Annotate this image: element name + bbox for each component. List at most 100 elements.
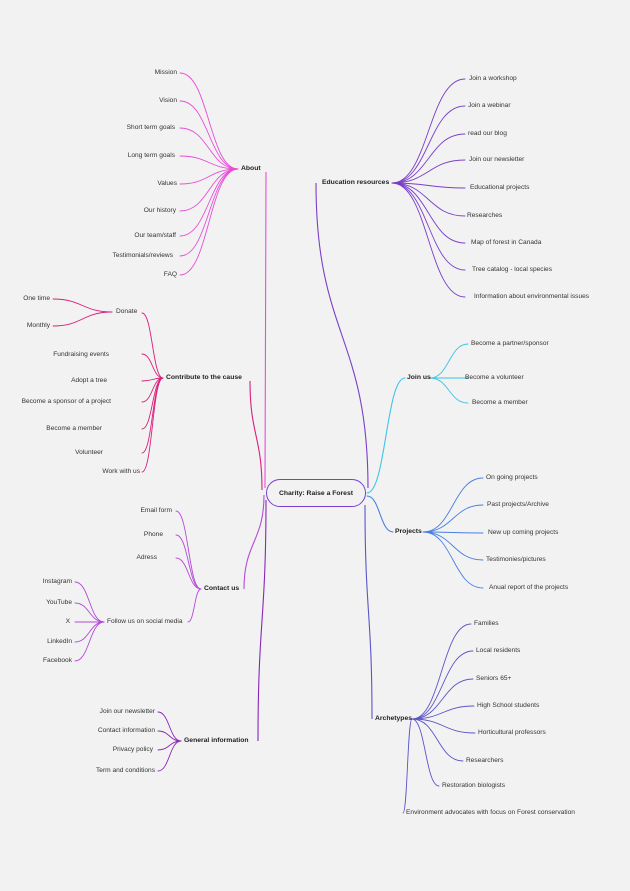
- connector-about-item: [179, 168, 239, 237]
- about-item[interactable]: Short term goals: [126, 124, 175, 131]
- connector-about-item: [179, 100, 239, 170]
- archetype-item[interactable]: Researchers: [466, 757, 504, 764]
- connector-center-projects: [366, 495, 394, 533]
- about-item[interactable]: Values: [157, 180, 177, 187]
- education-item[interactable]: Researches: [467, 212, 503, 219]
- projects-hub[interactable]: Projects: [395, 528, 422, 535]
- connector-social-item: [74, 602, 105, 623]
- connector-about-item: [179, 168, 239, 276]
- project-item[interactable]: Past projects/Archive: [487, 501, 549, 508]
- donate-item[interactable]: One time: [23, 295, 50, 302]
- education-item[interactable]: Tree catalog - local species: [472, 266, 553, 273]
- connector-join-item: [429, 343, 469, 379]
- connector-education-item: [391, 182, 466, 189]
- about-item[interactable]: FAQ: [163, 271, 177, 278]
- archetype-item[interactable]: Environment advocates with focus on Fore…: [406, 809, 575, 816]
- education-item[interactable]: Join a workshop: [469, 75, 517, 82]
- project-item[interactable]: On going projects: [486, 474, 538, 481]
- contribute-item[interactable]: Volunteer: [75, 449, 103, 456]
- connector-archetype-item: [402, 718, 413, 814]
- archetypes-hub[interactable]: Archetypes: [375, 715, 413, 722]
- education-item[interactable]: Join a webinar: [468, 102, 511, 109]
- about-item[interactable]: Vision: [159, 97, 177, 104]
- education-item[interactable]: Join our newsletter: [469, 156, 525, 163]
- connector-contact-item: [175, 534, 202, 590]
- contact-hub[interactable]: Contact us: [204, 585, 240, 592]
- connector-project-item: [422, 531, 484, 534]
- general-info-hub[interactable]: General information: [184, 737, 249, 744]
- archetype-item[interactable]: Restoration biologists: [442, 782, 506, 789]
- join-us-hub[interactable]: Join us: [407, 374, 431, 381]
- contact-item[interactable]: Phone: [143, 531, 163, 538]
- education-item[interactable]: read our blog: [468, 130, 507, 137]
- social-item[interactable]: YouTube: [46, 599, 72, 606]
- about-item[interactable]: Mission: [154, 69, 177, 76]
- connector-contribute-item: [141, 377, 164, 473]
- about-hub[interactable]: About: [241, 165, 261, 172]
- archetype-item[interactable]: Seniors 65+: [476, 675, 512, 682]
- contact-item[interactable]: Adress: [136, 554, 157, 561]
- connector-project-item: [422, 477, 484, 533]
- contribute-item[interactable]: Donate: [116, 308, 138, 315]
- central-node[interactable]: Charity: Raise a Forest: [266, 479, 366, 507]
- connector-archetype-item: [411, 718, 476, 734]
- general-item[interactable]: Join our newsletter: [99, 708, 155, 715]
- contribute-hub[interactable]: Contribute to the cause: [166, 374, 242, 381]
- social-item[interactable]: Facebook: [43, 657, 72, 664]
- contribute-item[interactable]: Adopt a tree: [71, 377, 107, 384]
- connector-archetype-item: [411, 705, 475, 720]
- connector-center-education: [315, 182, 369, 489]
- join-item[interactable]: Become a member: [472, 399, 528, 406]
- connector-contact-item: [175, 557, 202, 590]
- archetype-item[interactable]: High School students: [477, 702, 540, 709]
- general-item[interactable]: Contact information: [97, 727, 155, 734]
- connector-join-item: [429, 377, 469, 404]
- connector-center-contribute: [249, 380, 263, 491]
- social-item[interactable]: X: [65, 618, 70, 625]
- connector-about-item: [179, 168, 239, 212]
- project-item[interactable]: Anual report of the projects: [489, 584, 569, 591]
- donate-item[interactable]: Monthly: [26, 322, 50, 329]
- connector-center-archetypes: [364, 504, 373, 720]
- general-item[interactable]: Privacy policy: [112, 746, 153, 753]
- connector-project-item: [422, 531, 484, 589]
- education-item[interactable]: Educational projects: [470, 184, 530, 191]
- about-item[interactable]: Our history: [143, 207, 176, 214]
- archetype-item[interactable]: Families: [474, 620, 499, 627]
- connector-archetype-item: [411, 623, 472, 720]
- about-item[interactable]: Testimonials/reviews: [112, 252, 173, 259]
- social-item[interactable]: Instagram: [42, 578, 72, 585]
- connector-about-item: [179, 127, 239, 170]
- join-item[interactable]: Become a partner/sponsor: [471, 340, 549, 347]
- connector-social-item: [74, 621, 105, 643]
- archetype-item[interactable]: Local residents: [476, 647, 521, 654]
- connector-contact-item: [175, 510, 202, 590]
- education-hub[interactable]: Education resources: [322, 179, 390, 186]
- connector-archetype-item: [411, 718, 440, 787]
- archetype-item[interactable]: Horticultural professors: [478, 729, 546, 736]
- about-item[interactable]: Our team/staff: [134, 232, 176, 239]
- connector-education-item: [391, 133, 466, 184]
- contribute-item[interactable]: Work with us: [102, 468, 140, 475]
- connector-about-item: [179, 72, 239, 170]
- about-item[interactable]: Long term goals: [127, 152, 175, 159]
- contact-item[interactable]: Follow us on social media: [107, 618, 183, 625]
- contribute-item[interactable]: Become a member: [46, 425, 102, 432]
- connector-contribute-item: [141, 353, 164, 379]
- general-item[interactable]: Term and conditions: [95, 767, 155, 774]
- connector-project-item: [422, 531, 484, 561]
- education-item[interactable]: Information about environmental issues: [474, 293, 590, 300]
- connector-education-item: [391, 182, 466, 298]
- contribute-item[interactable]: Fundraising events: [53, 351, 109, 358]
- project-item[interactable]: Testimonies/pictures: [486, 556, 546, 563]
- education-item[interactable]: Map of forest in Canada: [471, 239, 542, 246]
- central-node-label: Charity: Raise a Forest: [278, 489, 354, 497]
- contact-item[interactable]: Email form: [140, 507, 172, 514]
- connector-social-item: [74, 581, 105, 623]
- connector-center-contact: [243, 494, 265, 590]
- join-item[interactable]: Become a volunteer: [465, 374, 524, 381]
- social-item[interactable]: LinkedIn: [47, 638, 72, 645]
- connector-contact-item: [187, 588, 202, 623]
- contribute-item[interactable]: Become a sponsor of a project: [21, 398, 111, 405]
- project-item[interactable]: New up coming projects: [488, 529, 559, 536]
